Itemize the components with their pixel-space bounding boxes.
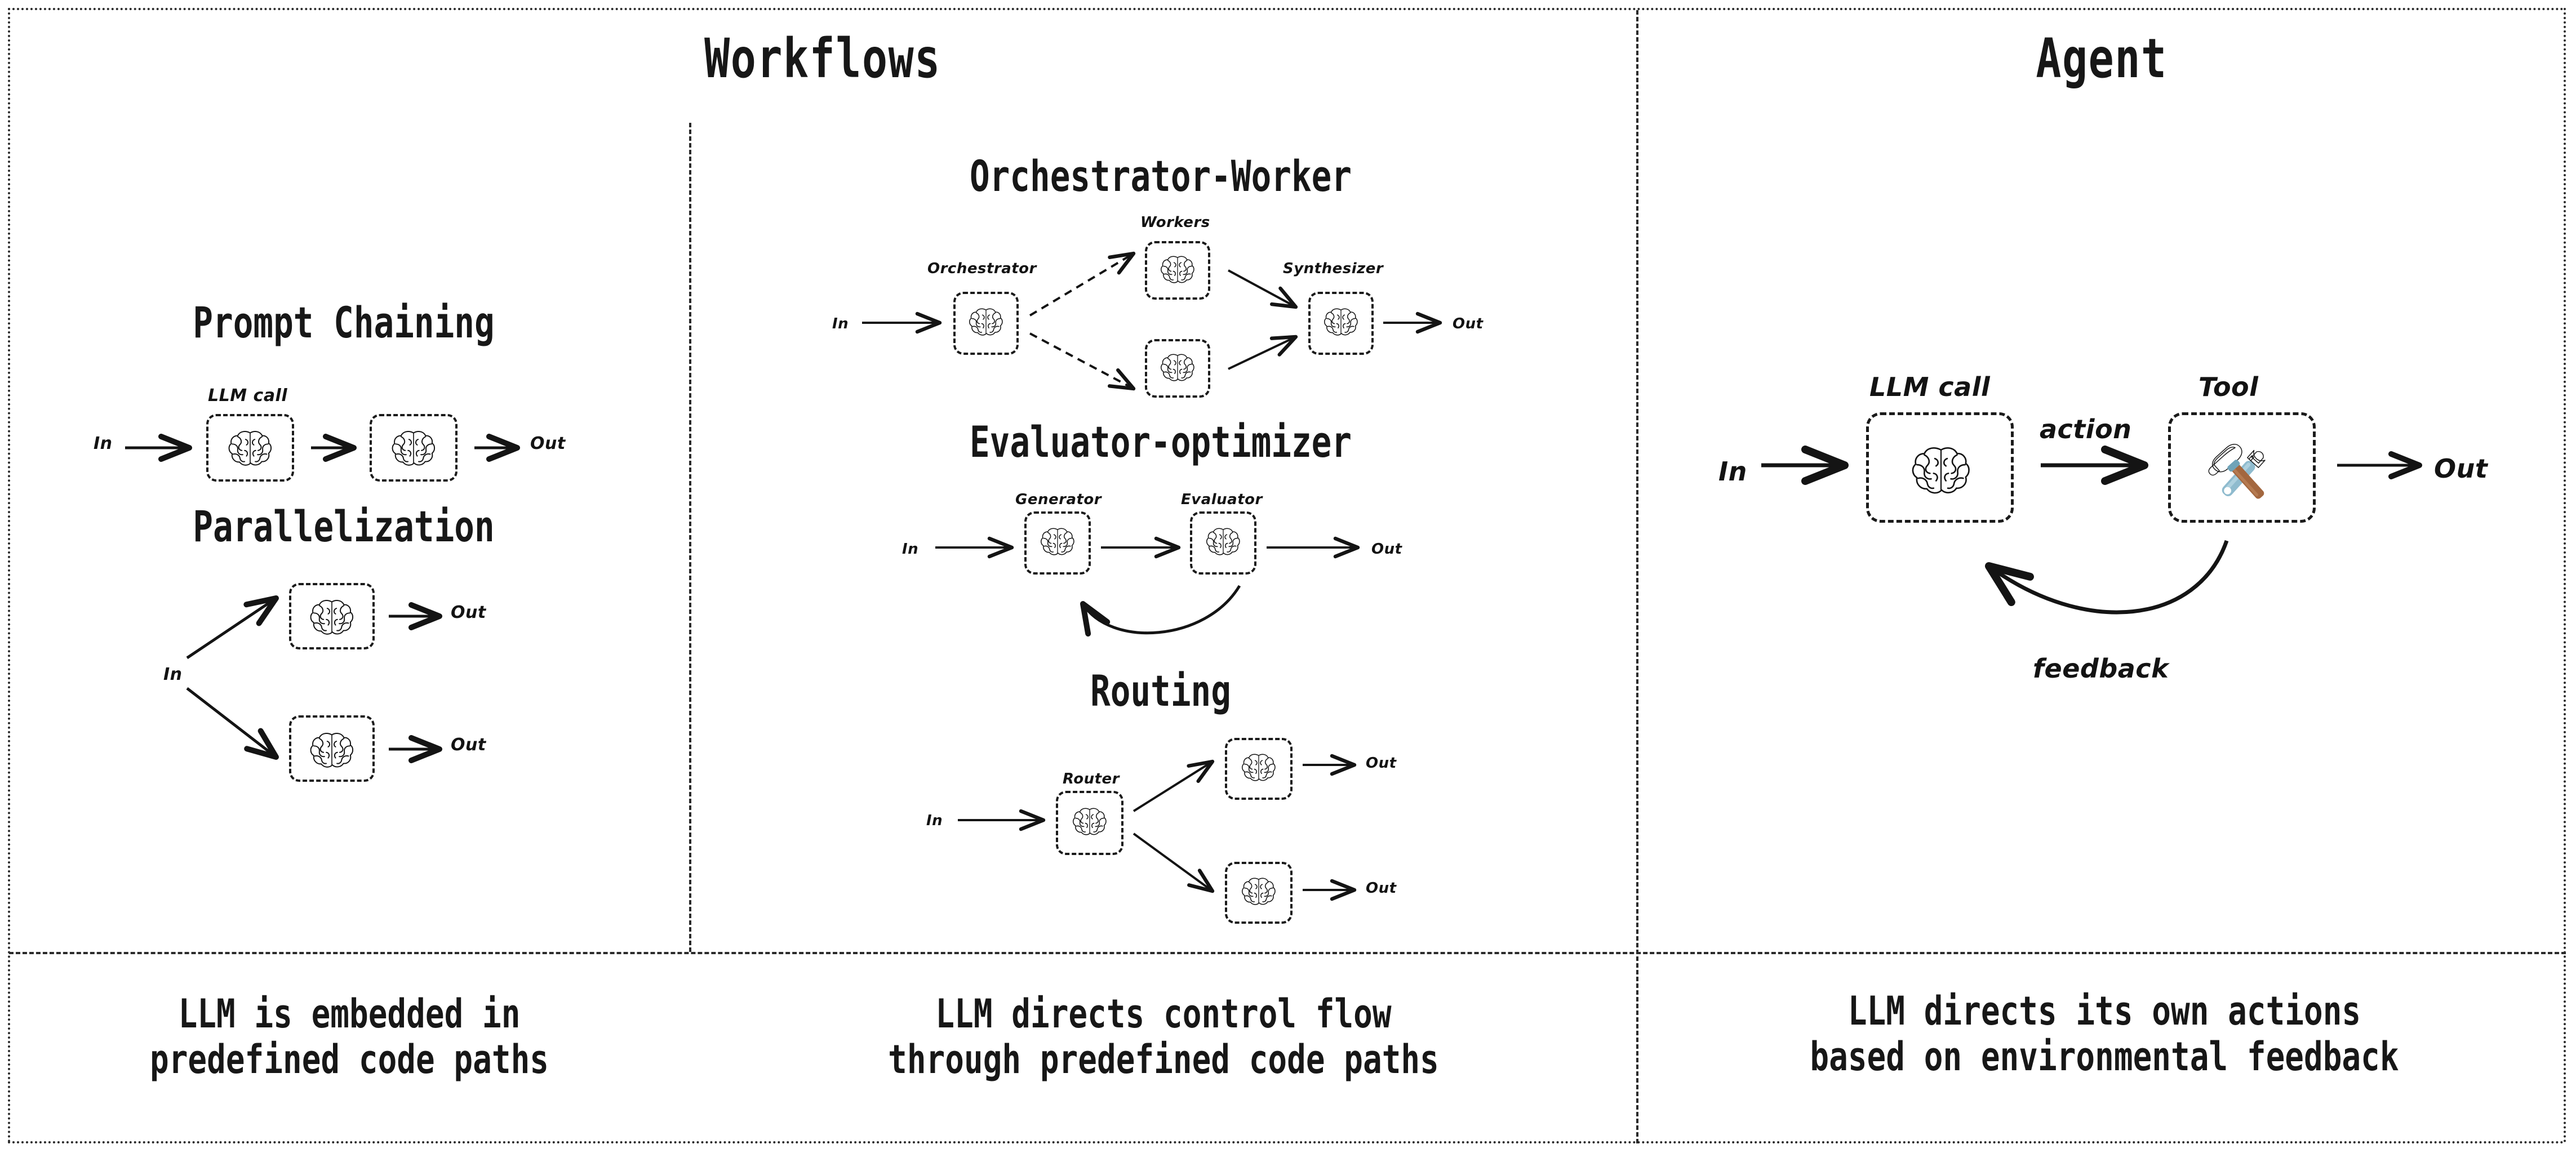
agent-input-label: In (1718, 456, 1747, 487)
caption-middle: LLM directs control flow through predefi… (888, 991, 1439, 1083)
orchestrator-worker-node-orchestrator[interactable] (953, 292, 1019, 355)
orchestrator-worker-node-worker-top[interactable] (1145, 241, 1210, 300)
section-title-prompt-chaining: Prompt Chaining (193, 297, 495, 348)
parallelization-node-bottom[interactable] (289, 715, 375, 782)
parallelization-output-top: Out (451, 603, 486, 622)
caption-right: LLM directs its own actions based on env… (1810, 988, 2399, 1080)
evaluator-optimizer-label-generator: Generator (1015, 491, 1102, 508)
orchestrator-worker-label-orchestrator: Orchestrator (927, 260, 1037, 277)
column-title-workflows: Workflows (704, 27, 941, 90)
prompt-chaining-node-2[interactable] (370, 414, 458, 482)
prompt-chaining-label-llm-call: LLM call (208, 386, 288, 406)
evaluator-optimizer-output-label: Out (1371, 541, 1402, 558)
parallelization-node-top[interactable] (289, 583, 375, 649)
prompt-chaining-output-label: Out (530, 434, 566, 453)
divider-captions (9, 952, 2566, 954)
routing-label-router: Router (1063, 771, 1120, 787)
evaluator-optimizer-node-evaluator[interactable] (1190, 511, 1256, 575)
outer-frame (8, 8, 2566, 1143)
routing-output-bottom: Out (1366, 880, 1397, 897)
evaluator-optimizer-input-label: In (902, 541, 919, 558)
agent-node-tool[interactable] (2168, 412, 2316, 523)
section-title-routing: Routing (1090, 666, 1231, 716)
prompt-chaining-input-label: In (94, 434, 113, 453)
orchestrator-worker-node-worker-bottom[interactable] (1145, 339, 1210, 398)
divider-left-middle (689, 123, 691, 952)
agent-label-llm-call: LLM call (1869, 372, 1991, 402)
section-title-evaluator-optimizer: Evaluator-optimizer (969, 417, 1352, 467)
agent-node-llm-call[interactable] (1866, 412, 2014, 523)
agent-label-tool: Tool (2199, 372, 2259, 402)
divider-middle-right (1636, 10, 1638, 1143)
caption-left: LLM is embedded in predefined code paths (149, 991, 549, 1083)
routing-node-out-bottom[interactable] (1225, 862, 1293, 924)
evaluator-optimizer-node-generator[interactable] (1024, 511, 1091, 575)
parallelization-input-label: In (163, 665, 183, 684)
section-title-parallelization: Parallelization (193, 501, 495, 551)
orchestrator-worker-node-synthesizer[interactable] (1308, 292, 1374, 355)
routing-node-router[interactable] (1056, 791, 1123, 855)
routing-output-top: Out (1366, 755, 1397, 772)
routing-node-out-top[interactable] (1225, 738, 1293, 800)
section-title-orchestrator-worker: Orchestrator-Worker (969, 151, 1352, 201)
orchestrator-worker-output-label: Out (1453, 315, 1484, 332)
orchestrator-worker-input-label: In (832, 315, 849, 332)
agent-label-feedback: feedback (2033, 653, 2169, 684)
agent-output-label: Out (2434, 453, 2488, 484)
orchestrator-worker-label-synthesizer: Synthesizer (1283, 260, 1384, 277)
column-title-agent: Agent (2036, 27, 2168, 90)
routing-input-label: In (926, 812, 943, 829)
orchestrator-worker-label-workers: Workers (1140, 214, 1210, 231)
prompt-chaining-node-1[interactable] (206, 414, 294, 482)
parallelization-output-bottom: Out (451, 735, 486, 755)
agent-label-action: action (2040, 414, 2132, 444)
evaluator-optimizer-label-evaluator: Evaluator (1181, 491, 1263, 508)
